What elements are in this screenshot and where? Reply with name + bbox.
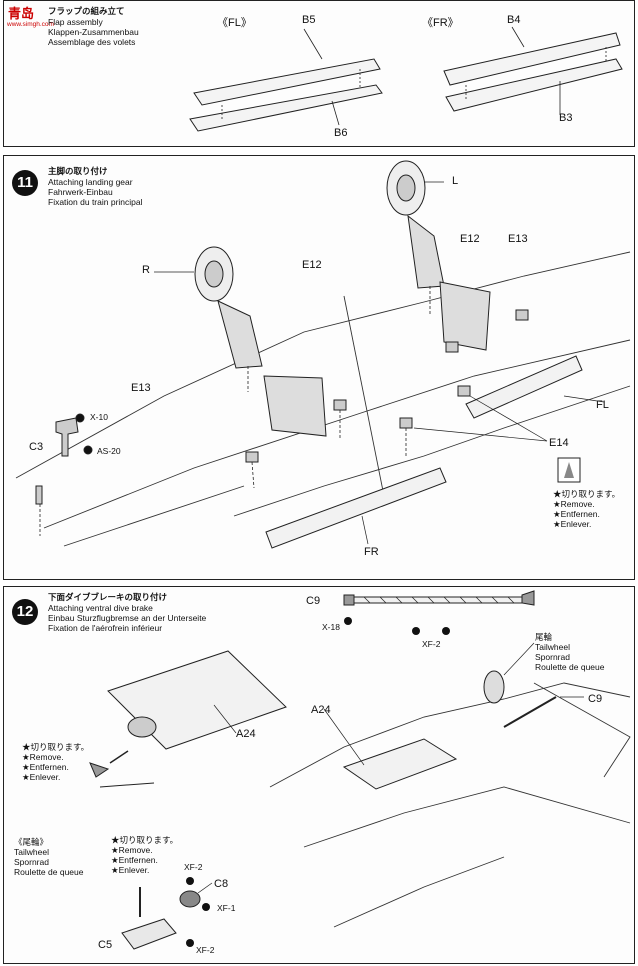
remove-note-fr: ★Enlever. [22,772,61,782]
step-title-fr: Fixation de l'aérofrein inférieur [48,623,163,633]
remove-note-en: ★Remove. [22,752,64,762]
part-label-e13: E13 [131,382,151,394]
part-label-e12: E12 [460,233,480,245]
step-title-jp: 下面ダイブブレーキの取り付け [48,592,168,602]
paint-code-xf2: XF-2 [196,945,215,955]
tailwheel-label-fr: Roulette de queue [535,662,605,672]
group-label-fl: 《FL》 [217,17,252,29]
dive-brake-drawing [89,590,631,950]
watermark-brand: 青岛 [8,6,35,21]
remove-note-de: ★Entfernen. [22,762,69,772]
part-label-b6: B6 [334,127,348,139]
tailwheel-label-de: Spornrad [535,652,570,662]
step-12-dive-brake: 12 下面ダイブブレーキの取り付け Attaching ventral dive… [3,586,635,964]
part-label-c5: C5 [98,939,113,951]
part-label-fl: FL [596,399,609,411]
tailwheel-sub-en: Tailwheel [14,847,49,857]
part-label-c9: C9 [306,595,321,607]
remove-note-de: ★Entfernen. [111,855,158,865]
part-label-b5: B5 [302,14,316,26]
step-title-en: Attaching landing gear [48,177,133,187]
tailwheel-sub-de: Spornrad [14,857,49,867]
part-label-l: L [452,175,459,187]
remove-note-de: ★Entfernen. [553,509,600,519]
tailwheel-sub-fr: Roulette de queue [14,867,84,877]
part-label-fr: FR [364,546,379,558]
part-label-e14: E14 [549,437,569,449]
remove-note-fr: ★Enlever. [553,519,592,529]
step-title-en: Flap assembly [48,17,103,27]
remove-note-en: ★Remove. [111,845,153,855]
part-label-e12: E12 [302,259,322,271]
flap-drawing [189,26,623,132]
part-label-b4: B4 [507,14,521,26]
part-label-r: R [142,264,150,276]
tailwheel-label-en: Tailwheel [535,642,570,652]
step-title-jp: フラップの組み立て [48,6,125,16]
step-title-de: Fahrwerk-Einbau [48,187,113,197]
part-label-c8: C8 [214,878,229,890]
step-title-fr: Assemblage des volets [48,37,136,47]
paint-code-xf2: XF-2 [184,862,203,872]
step-title-de: Einbau Sturzflugbremse an der Unterseite [48,613,207,623]
step-title-fr: Fixation du train principal [48,197,143,207]
paint-code-xf2: XF-2 [422,639,441,649]
tailwheel-sub-jp: 《尾輪》 [14,837,49,847]
part-label-e13: E13 [508,233,528,245]
paint-code-x18: X-18 [322,622,340,632]
remove-note-fr: ★Enlever. [111,865,150,875]
paint-code-x10: X-10 [90,412,108,422]
part-label-c9: C9 [588,693,603,705]
step-11-landing-gear: 11 主脚の取り付け Attaching landing gear Fahrwe… [3,155,635,580]
remove-note-jp: ★切り取ります。 [553,489,621,499]
step-title-jp: 主脚の取り付け [48,166,108,176]
remove-note-en: ★Remove. [553,499,595,509]
step-title-en: Attaching ventral dive brake [48,603,153,613]
watermark-url: www.simgh.com [7,21,54,28]
step-flap-assembly: 青岛 www.simgh.com フラップの組み立て Flap assembly… [3,0,635,147]
step-title-de: Klappen-Zusammenbau [48,27,139,37]
landing-gear-drawing [15,160,631,549]
paint-code-as20: AS-20 [97,446,121,456]
tailwheel-label-jp: 尾輪 [535,632,553,642]
paint-code-xf1: XF-1 [217,903,236,913]
part-label-a24: A24 [311,704,331,716]
remove-note-jp: ★切り取ります。 [111,835,179,845]
remove-note-jp: ★切り取ります。 [22,742,90,752]
step-number-12: 12 [12,599,38,625]
part-label-b3: B3 [559,112,573,124]
group-label-fr: 《FR》 [422,17,459,29]
part-label-a24: A24 [236,728,256,740]
step-number-11: 11 [12,170,38,196]
part-label-c3: C3 [29,441,44,453]
